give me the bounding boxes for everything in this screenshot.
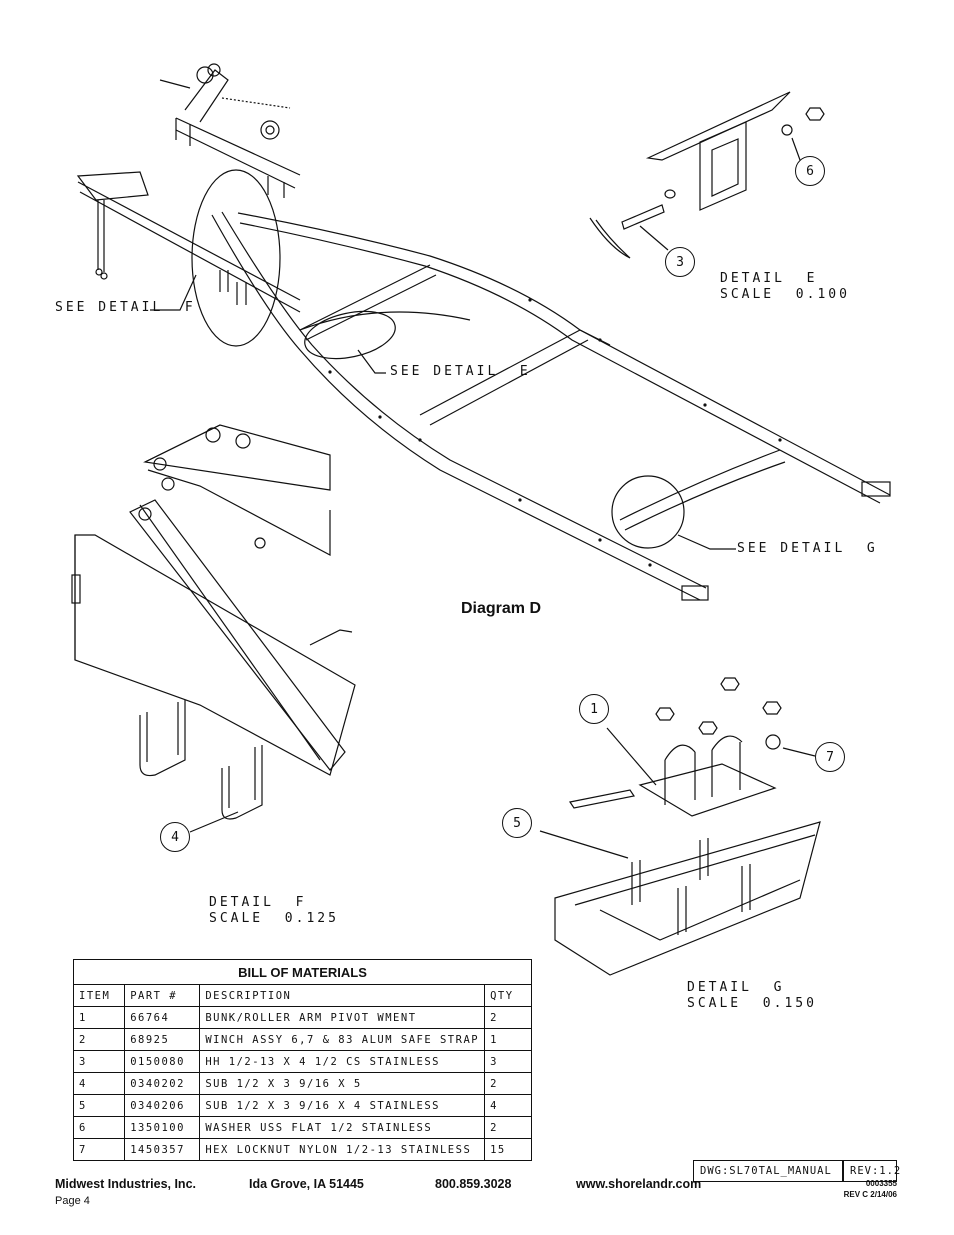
diagram-title: Diagram D: [461, 600, 542, 617]
bom-cell: 4: [72, 1072, 126, 1095]
detail-g-drawing: [539, 677, 821, 976]
bom-cell: 68925: [124, 1028, 201, 1051]
balloon-3: 3: [665, 247, 695, 277]
bom-header-row: ITEM PART # DESCRIPTION QTY: [72, 984, 532, 1007]
balloon-4: 4: [160, 822, 190, 852]
bill-of-materials-table: BILL OF MATERIALS ITEM PART # DESCRIPTIO…: [72, 959, 532, 1161]
balloon-5: 5: [502, 808, 532, 838]
bom-cell: 2: [72, 1028, 126, 1051]
footer-company: Midwest Industries, Inc.: [55, 1177, 196, 1191]
bom-header-description: DESCRIPTION: [199, 984, 486, 1007]
bom-cell: 1: [72, 1006, 126, 1029]
bom-cell: 15: [484, 1138, 532, 1161]
bom-header-item: ITEM: [72, 984, 126, 1007]
drawing-number: 0003355: [865, 1179, 897, 1188]
detail-g-circle: [611, 475, 685, 549]
bom-cell: SUB 1/2 X 3 9/16 X 5: [199, 1072, 486, 1095]
bom-cell: 2: [484, 1006, 532, 1029]
leader-detail-e: [357, 349, 386, 374]
bom-cell: 0340206: [124, 1094, 201, 1117]
bom-cell: 5: [72, 1094, 126, 1117]
bom-cell: 3: [72, 1050, 126, 1073]
bom-cell: HH 1/2-13 X 4 1/2 CS STAINLESS: [199, 1050, 486, 1073]
bom-cell: WASHER USS FLAT 1/2 STAINLESS: [199, 1116, 486, 1139]
leader-detail-f: [150, 274, 197, 311]
detail-e-scale: SCALE 0.100: [720, 287, 850, 302]
see-detail-e-label: SEE DETAIL E: [390, 364, 531, 379]
trailer-frame: [76, 171, 891, 601]
bom-cell: 1: [484, 1028, 532, 1051]
bom-title: BILL OF MATERIALS: [73, 959, 532, 985]
detail-e-name: DETAIL E: [720, 271, 818, 286]
detail-g-scale: SCALE 0.150: [687, 996, 817, 1011]
bom-cell: 2: [484, 1072, 532, 1095]
revision-date: REV C 2/14/06: [843, 1190, 897, 1199]
balloon-7: 7: [815, 742, 845, 772]
detail-g-name: DETAIL G: [687, 980, 785, 995]
detail-f-circle: [191, 169, 281, 347]
detail-e-drawing: [589, 91, 825, 259]
revision-box: REV:1.2: [843, 1160, 900, 1182]
see-detail-g-label: SEE DETAIL G: [737, 541, 878, 556]
footer-location: Ida Grove, IA 51445: [249, 1177, 364, 1191]
bom-cell: BUNK/ROLLER ARM PIVOT WMENT: [199, 1006, 486, 1029]
bom-cell: 0150080: [124, 1050, 201, 1073]
detail-f-name: DETAIL F: [209, 895, 307, 910]
see-detail-f-label: SEE DETAIL F: [55, 300, 196, 315]
page-number: Page 4: [55, 1195, 90, 1207]
bom-cell: 66764: [124, 1006, 201, 1029]
bom-cell: 0340202: [124, 1072, 201, 1095]
footer-phone: 800.859.3028: [435, 1177, 512, 1191]
bom-header-part: PART #: [124, 984, 201, 1007]
bom-cell: 6: [72, 1116, 126, 1139]
bom-cell: 3: [484, 1050, 532, 1073]
detail-f-scale: SCALE 0.125: [209, 911, 339, 926]
balloon-6: 6: [795, 156, 825, 186]
bom-header-qty: QTY: [484, 984, 532, 1007]
bom-cell: 1450357: [124, 1138, 201, 1161]
bom-cell: 4: [484, 1094, 532, 1117]
bom-cell: SUB 1/2 X 3 9/16 X 4 STAINLESS: [199, 1094, 486, 1117]
bom-cell: WINCH ASSY 6,7 & 83 ALUM SAFE STRAP: [199, 1028, 486, 1051]
winch-stand: [159, 63, 301, 198]
dwg-number-box: DWG:SL70TAL_MANUAL: [693, 1160, 843, 1182]
detail-f-drawing: [71, 424, 356, 833]
leader-detail-g: [677, 534, 736, 550]
bom-cell: HEX LOCKNUT NYLON 1/2-13 STAINLESS: [199, 1138, 486, 1161]
bom-cell: 7: [72, 1138, 126, 1161]
bom-cell: 2: [484, 1116, 532, 1139]
detail-e-circle: [304, 310, 396, 360]
bom-cell: 1350100: [124, 1116, 201, 1139]
balloon-1: 1: [579, 694, 609, 724]
footer-website[interactable]: www.shorelandr.com: [576, 1177, 702, 1191]
